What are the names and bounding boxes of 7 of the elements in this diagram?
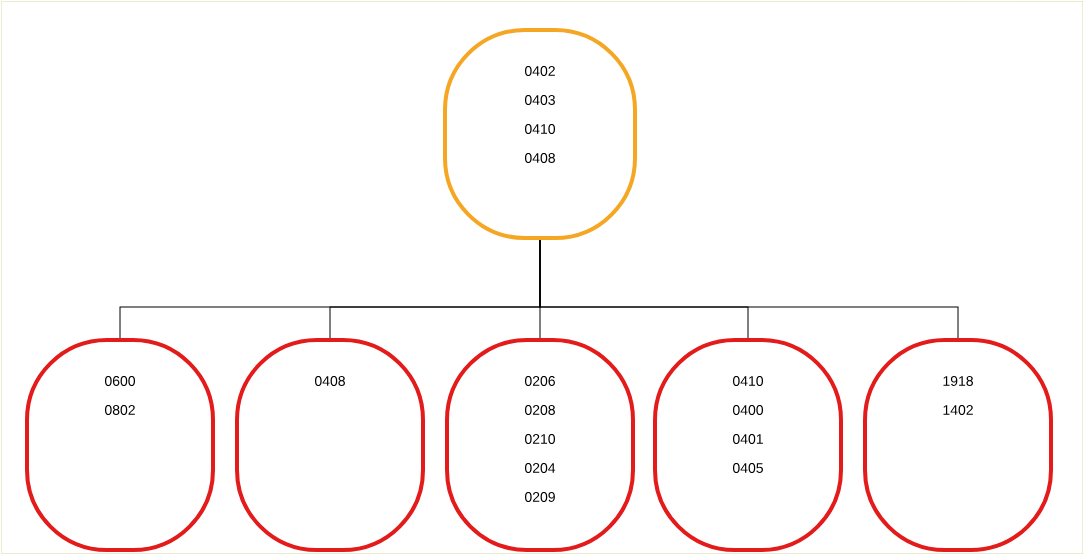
rounded-node: 0600 0802 [25, 338, 215, 552]
rounded-node: 0408 [235, 338, 425, 552]
rounded-node: 0410 0400 0401 0405 [653, 338, 843, 552]
connector-line [539, 239, 959, 339]
rounded-node: 0402 0403 0410 0408 [443, 28, 637, 240]
rounded-node: 1918 1402 [863, 338, 1053, 552]
rounded-node: 0206 0208 0210 0204 0209 [445, 338, 635, 552]
